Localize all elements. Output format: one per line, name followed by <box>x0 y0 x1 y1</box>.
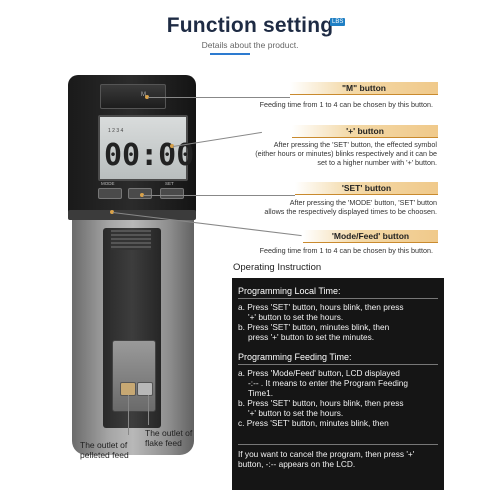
set-callout-title: 'SET' button <box>295 182 438 195</box>
mode-callout-dot <box>110 210 114 214</box>
set-callout-dot <box>140 193 144 197</box>
plus-callout-line-3: set to a higher number with '+' button. <box>317 158 437 167</box>
local-time-line-4: press '+' button to set the minutes. <box>248 332 375 342</box>
m-callout-title: "M" button <box>290 82 438 95</box>
plus-callout-text: After pressing the 'SET' button, the eff… <box>225 140 437 167</box>
m-callout-text: Feeding time from 1 to 4 can be chosen b… <box>200 100 433 109</box>
pelleted-outlet-label: The outlet of pelleted feed <box>80 440 129 460</box>
feeding-line-2: -:-- . It means to enter the Program Fee… <box>248 378 409 388</box>
cancel-section: If you want to cancel the program, then … <box>238 444 438 469</box>
pellet-outlet <box>120 382 136 396</box>
mode-callout-line: Feeding time from 1 to 4 can be chosen b… <box>259 246 433 255</box>
outlet-housing <box>112 340 156 412</box>
plus-callout-dot <box>170 144 174 148</box>
page-title: Function setting <box>166 14 334 37</box>
set-callout-line-1: After pressing the 'MODE' button, 'SET' … <box>289 198 437 207</box>
cancel-line-2: button, -:-- appears on the LCD. <box>238 459 356 469</box>
plus-callout-line-2: (either hours or minutes) blinks respect… <box>255 149 437 158</box>
mode-feed-button[interactable] <box>98 188 122 199</box>
m-callout-dot <box>145 95 149 99</box>
set-callout-leader <box>143 195 295 196</box>
flake-line-2: flake feed <box>145 438 182 448</box>
feeder-rim <box>68 210 196 220</box>
lcd-screen <box>98 115 188 181</box>
m-callout-line: Feeding time from 1 to 4 can be chosen b… <box>259 100 433 109</box>
cancel-line-1: If you want to cancel the program, then … <box>238 449 415 459</box>
local-time-section: Programming Local Time: a. Press 'SET' b… <box>238 286 438 342</box>
chute-grip <box>111 230 151 250</box>
pelleted-leader <box>128 395 129 435</box>
local-time-line-1: a. Press 'SET' button, hours blink, then… <box>238 302 404 312</box>
flake-leader <box>148 395 149 425</box>
title-tag: LBS <box>330 18 346 26</box>
feeding-line-1: a. Press 'Mode/Feed' button, LCD display… <box>238 368 400 378</box>
set-callout-line-2: allows the respectively displayed times … <box>264 207 437 216</box>
operating-title: Operating Instruction <box>233 262 322 273</box>
mode-callout-text: Feeding time from 1 to 4 can be chosen b… <box>200 246 433 255</box>
m-button[interactable]: M <box>100 84 166 109</box>
feeding-time-section: Programming Feeding Time: a. Press 'Mode… <box>238 352 438 428</box>
local-time-heading: Programming Local Time: <box>238 286 438 299</box>
local-time-text: a. Press 'SET' button, hours blink, then… <box>238 299 438 342</box>
flake-outlet-label: The outlet of flake feed <box>145 428 192 448</box>
feeding-line-5: '+' button to set the hours. <box>248 408 344 418</box>
set-callout-text: After pressing the 'MODE' button, 'SET' … <box>210 198 437 216</box>
operating-panel: Programming Local Time: a. Press 'SET' b… <box>232 278 444 490</box>
set-button-label: SET <box>165 181 174 186</box>
subtitle-underline <box>210 53 250 55</box>
feeding-time-text: a. Press 'Mode/Feed' button, LCD display… <box>238 365 438 428</box>
pelleted-line-2: pelleted feed <box>80 450 129 460</box>
plus-callout-line-1: After pressing the 'SET' button, the eff… <box>273 140 437 149</box>
feeding-line-3: Time1. <box>248 388 274 398</box>
page-subtitle: Details about the product. <box>201 40 299 50</box>
feeding-line-4: b. Press 'SET' button, hours blink, then… <box>238 398 404 408</box>
mode-callout-title: 'Mode/Feed' button <box>303 230 438 243</box>
flake-outlet <box>137 382 153 396</box>
mode-button-label: MODE <box>101 181 115 186</box>
m-callout-leader <box>148 97 290 98</box>
m-button-label: M <box>141 92 146 98</box>
flake-line-1: The outlet of <box>145 428 193 438</box>
feeding-time-heading: Programming Feeding Time: <box>238 352 438 365</box>
plus-button[interactable] <box>160 188 184 199</box>
pelleted-line-1: The outlet of <box>80 440 128 450</box>
feeding-line-6: c. Press 'SET' button, minutes blink, th… <box>238 418 389 428</box>
plus-callout-title: '+' button <box>292 125 438 138</box>
cancel-text: If you want to cancel the program, then … <box>238 449 438 469</box>
local-time-line-3: b. Press 'SET' button, minutes blink, th… <box>238 322 390 332</box>
lcd-feed-slots: 1 2 3 4 <box>108 128 124 134</box>
local-time-line-2: '+' button to set the hours. <box>248 312 344 322</box>
lcd-time: 00:00 <box>104 138 195 173</box>
